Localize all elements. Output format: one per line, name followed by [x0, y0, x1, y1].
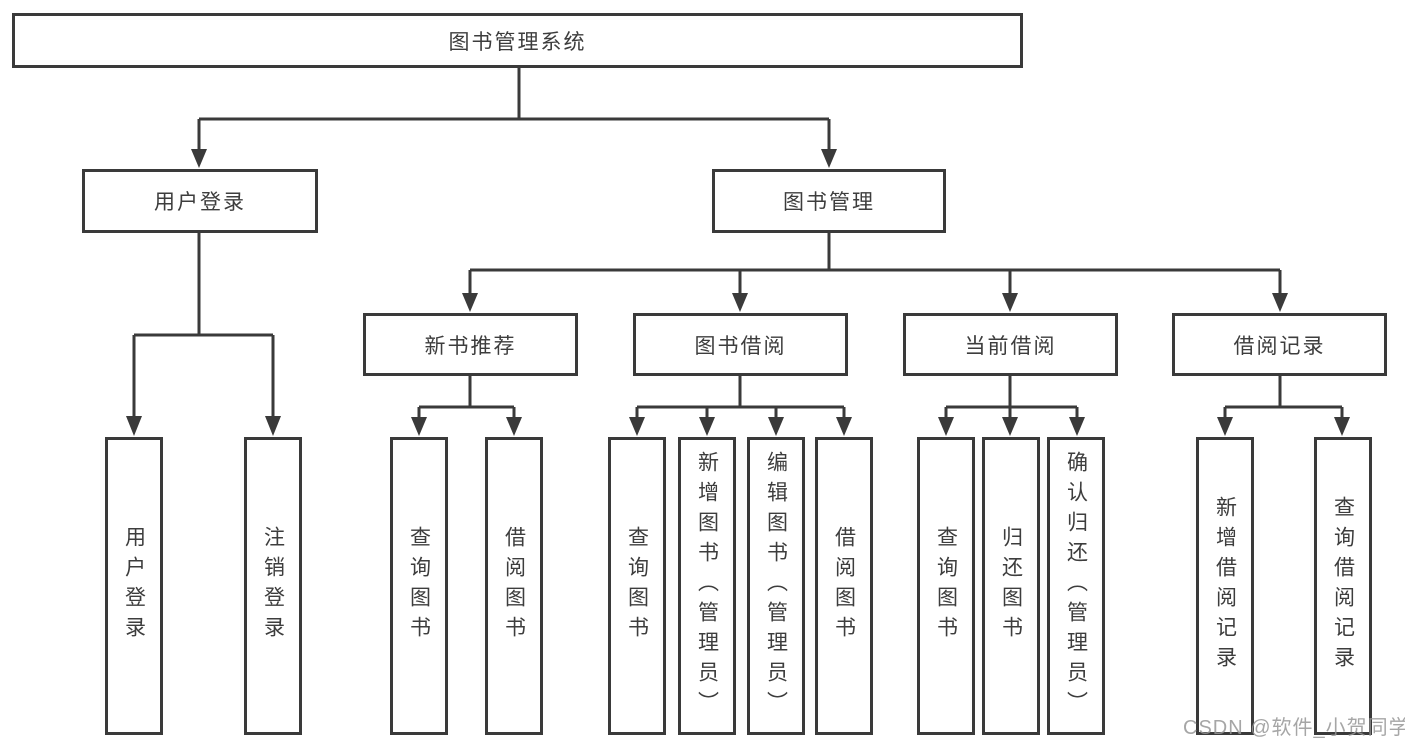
leaf-query-books-recommend: 查询图书 [390, 437, 448, 735]
node-label: 用户登录 [154, 191, 246, 214]
leaf-add-borrow-record: 新增借阅记录 [1196, 437, 1254, 735]
node-label: 图书借阅 [694, 334, 787, 358]
node-book-management: 图书管理 [712, 169, 946, 233]
watermark: CSDN @软件_小贺同学 [1183, 717, 1405, 739]
node-label: 查询图书 [934, 526, 958, 646]
node-label: 借阅图书 [832, 526, 856, 646]
node-label: 查询图书 [625, 526, 649, 646]
node-label: 注销登录 [261, 526, 285, 646]
node-label: 新增图书（管理员） [695, 451, 719, 721]
leaf-user-login: 用户登录 [105, 437, 163, 735]
node-label: 借阅记录 [1233, 334, 1326, 358]
leaf-query-books-borrow: 查询图书 [608, 437, 666, 735]
node-book-borrowing: 图书借阅 [633, 313, 848, 376]
leaf-confirm-return-admin: 确认归还（管理员） [1047, 437, 1105, 735]
arrowheads [126, 149, 1350, 436]
leaf-add-books-admin: 新增图书（管理员） [678, 437, 736, 735]
leaf-return-books: 归还图书 [982, 437, 1040, 735]
node-label: 新增借阅记录 [1213, 496, 1237, 676]
node-label: 归还图书 [999, 526, 1023, 646]
leaf-borrow-books-recommend: 借阅图书 [485, 437, 543, 735]
leaf-edit-books-admin: 编辑图书（管理员） [747, 437, 805, 735]
leaf-query-borrow-record: 查询借阅记录 [1314, 437, 1372, 735]
edges [132, 68, 1344, 419]
node-label: 图书管理 [783, 191, 875, 214]
node-label: 当前借阅 [964, 334, 1057, 358]
node-user-login: 用户登录 [82, 169, 318, 233]
node-label: 用户登录 [122, 526, 146, 646]
node-label: 图书管理系统 [448, 30, 587, 54]
node-current-borrowing: 当前借阅 [903, 313, 1118, 376]
node-label: 确认归还（管理员） [1064, 451, 1088, 721]
node-label: 查询图书 [407, 526, 431, 646]
node-label: 编辑图书（管理员） [764, 451, 788, 721]
node-label: 查询借阅记录 [1331, 496, 1355, 676]
node-label: 新书推荐 [424, 334, 517, 358]
node-new-book-recommend: 新书推荐 [363, 313, 578, 376]
node-label: 借阅图书 [502, 526, 526, 646]
leaf-query-books-current: 查询图书 [917, 437, 975, 735]
node-borrowing-records: 借阅记录 [1172, 313, 1387, 376]
leaf-logout: 注销登录 [244, 437, 302, 735]
node-library-management-system: 图书管理系统 [12, 13, 1023, 68]
leaf-borrow-books: 借阅图书 [815, 437, 873, 735]
